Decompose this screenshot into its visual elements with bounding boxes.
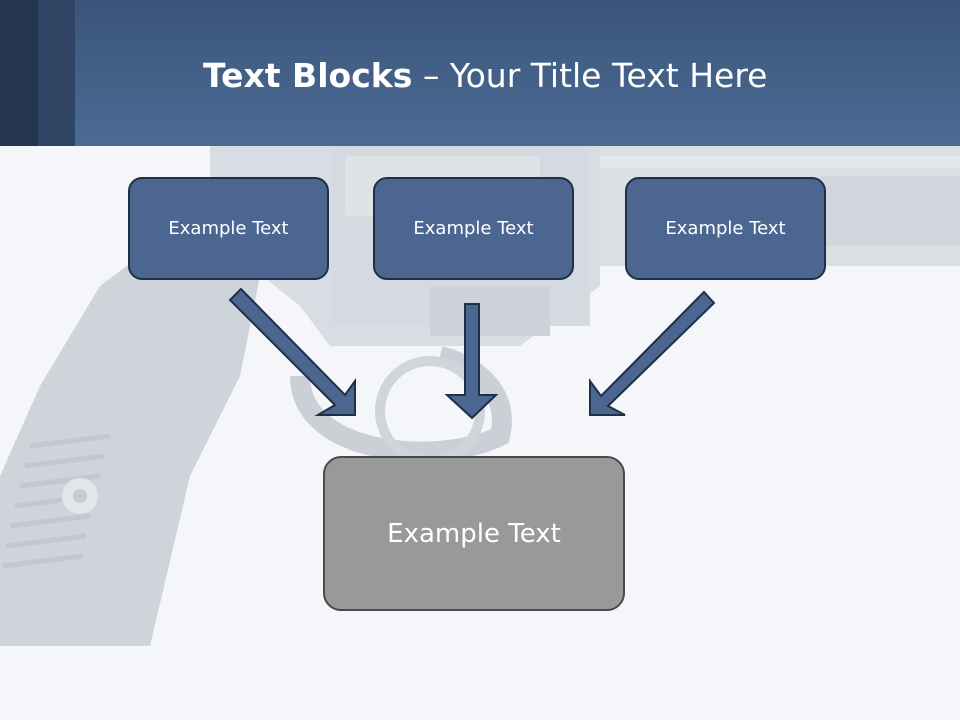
text-block-center-label: Example Text xyxy=(413,218,534,239)
text-block-center: Example Text xyxy=(373,177,574,280)
text-block-left-label: Example Text xyxy=(168,218,289,239)
text-block-right-label: Example Text xyxy=(665,218,786,239)
title-bar: Text Blocks – Your Title Text Here xyxy=(0,0,960,146)
text-block-right: Example Text xyxy=(625,177,826,280)
slide-title: Text Blocks – Your Title Text Here xyxy=(203,56,767,96)
title-bold: Text Blocks xyxy=(203,56,413,95)
title-rest: – Your Title Text Here xyxy=(412,56,768,95)
header-stripe-mid xyxy=(38,0,75,146)
text-block-left: Example Text xyxy=(128,177,329,280)
arrow-left-icon xyxy=(228,287,356,416)
result-block: Example Text xyxy=(323,456,625,611)
header-stripe-dark xyxy=(0,0,38,146)
arrow-right-icon xyxy=(589,290,716,416)
result-block-label: Example Text xyxy=(387,518,561,549)
arrow-center-icon xyxy=(444,303,499,420)
